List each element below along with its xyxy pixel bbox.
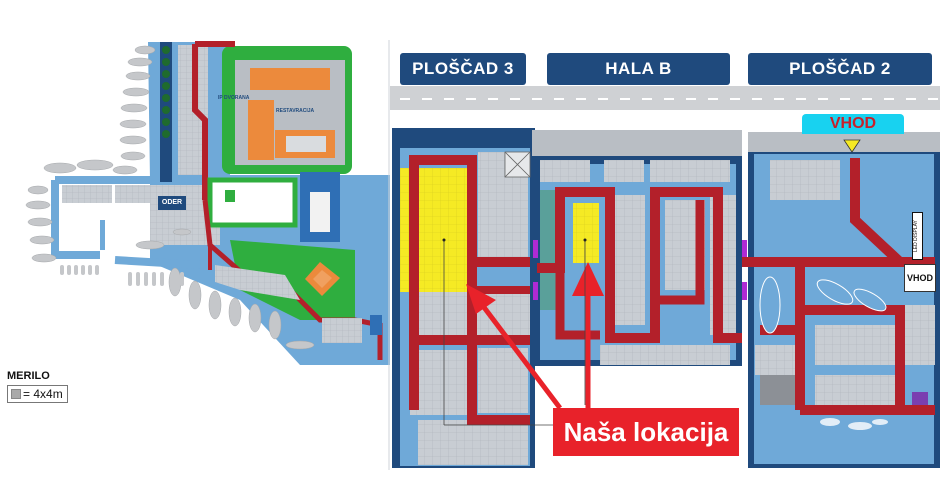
grid-swatch-icon — [11, 389, 21, 399]
scale-legend: = 4x4m — [7, 385, 68, 403]
side-entrance-label: VHOD — [904, 264, 936, 292]
scale-title: MERILO — [7, 370, 50, 382]
main-entrance-label: VHOD — [802, 114, 904, 134]
scale-value: = 4x4m — [23, 387, 63, 401]
tab-plosca-2: PLOŠČAD 2 — [748, 53, 932, 85]
restaurant-label: RESTAVRACIJA — [276, 108, 315, 114]
tab-plosca-3: PLOŠČAD 3 — [400, 53, 526, 85]
our-location-callout: Naša lokacija — [553, 408, 739, 456]
tab-hala-b: HALA B — [547, 53, 730, 85]
hall-label: IP DVORANA — [218, 95, 250, 101]
led-display-label: LED DISPLAY — [912, 212, 923, 260]
stage-label: ODER — [158, 196, 186, 210]
overview-map — [25, 40, 390, 470]
